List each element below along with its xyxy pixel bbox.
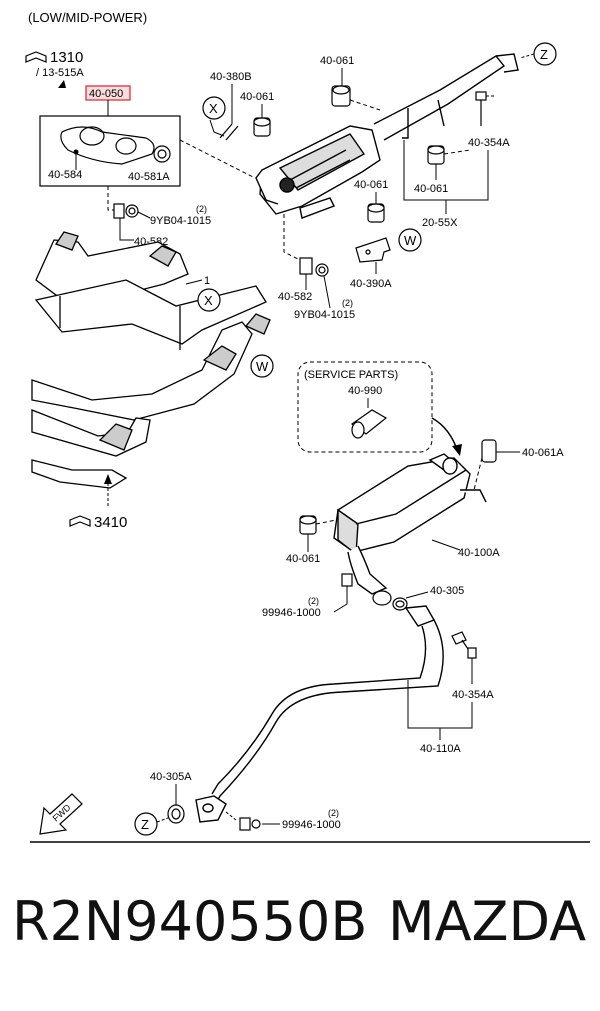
label-40-380B: 40-380B — [210, 71, 252, 83]
qty-2-c: (2) — [308, 596, 319, 606]
marker-x-top-label: X — [209, 101, 218, 116]
qty-2-b: (2) — [342, 298, 353, 308]
qty-2-d: (2) — [328, 808, 339, 818]
flange-nut-icon — [239, 817, 261, 831]
flange-nut-icon — [113, 203, 139, 219]
label-40-354A-a: 40-354A — [468, 137, 510, 149]
label-40-990: 40-990 — [348, 385, 382, 397]
marker-x-top — [202, 96, 226, 120]
bolt-icon — [475, 91, 487, 126]
service-parts-title: (SERVICE PARTS) — [304, 369, 398, 381]
marker-x-bottom-label: X — [204, 293, 213, 308]
center-pipe-icon — [195, 605, 444, 823]
rubber-hanger-icon — [481, 439, 497, 463]
label-40-305-a: 40-305 — [430, 585, 464, 597]
label-9YB04-1015-b: 9YB04-1015 — [294, 309, 355, 321]
part-caption: R2N940550B MAZDA — [0, 890, 600, 980]
book-icon — [25, 51, 47, 63]
rubber-hanger-icon — [367, 203, 385, 223]
rubber-hanger-icon — [331, 85, 351, 107]
marker-w-left — [250, 354, 274, 378]
label-40-584: 40-584 — [48, 169, 82, 181]
rubber-hanger-icon — [253, 117, 271, 137]
label-40-061-a: 40-061 — [240, 91, 274, 103]
arrow-icon — [58, 80, 66, 88]
flange-gasket-icon — [372, 590, 408, 611]
label-40-354A-b: 40-354A — [452, 689, 494, 701]
stud-bolt-icon — [219, 123, 239, 141]
marker-w-left-label: W — [256, 359, 269, 374]
catalytic-converter-icon — [255, 125, 381, 219]
service-parts-box — [297, 361, 433, 453]
marker-x-bottom — [197, 288, 221, 312]
label-40-061-d: 40-061 — [354, 179, 388, 191]
gasket-group-box — [39, 115, 181, 187]
label-20-55X: 20-55X — [422, 217, 458, 229]
part-number: R2N940550B — [12, 890, 368, 953]
label-40-061A: 40-061A — [522, 447, 564, 459]
label-40-050: 40-050 — [89, 88, 123, 100]
ref-13-515A: / 13-515A — [36, 67, 84, 79]
ref-1310: 1310 — [50, 49, 83, 66]
label-40-581A: 40-581A — [128, 171, 170, 183]
brand-name: MAZDA — [388, 890, 587, 953]
label-1: 1 — [204, 275, 210, 287]
qty-2-a: (2) — [196, 204, 207, 214]
marker-z-bottom-label: Z — [141, 817, 149, 832]
diagram-header: (LOW/MID-POWER) — [28, 10, 147, 25]
flange-nut-icon — [341, 573, 353, 587]
pipe-sleeve-icon — [350, 409, 388, 439]
front-pipe-icon — [373, 53, 519, 141]
flange-gasket-icon — [167, 804, 185, 824]
book-icon — [69, 515, 91, 527]
label-40-061-e: 40-061 — [286, 553, 320, 565]
flange-nut-icon — [299, 257, 329, 277]
label-9YB04-1015-a: 9YB04-1015 — [150, 215, 211, 227]
marker-w-right — [398, 228, 422, 252]
hanger-bracket-icon — [355, 237, 391, 263]
label-40-061-c: 40-061 — [414, 183, 448, 195]
label-40-305A: 40-305A — [150, 771, 192, 783]
exhaust-system-diagram: (LOW/MID-POWER) 1310 / 13-515A 40-050 40… — [25, 10, 590, 843]
manifold-gasket-icon — [60, 126, 171, 165]
label-40-100A: 40-100A — [458, 547, 500, 559]
rubber-hanger-icon — [427, 145, 445, 165]
marker-w-right-label: W — [404, 233, 417, 248]
marker-z-bottom — [134, 812, 158, 836]
label-99946-1000-b: 99946-1000 — [282, 819, 341, 831]
bolt-icon — [451, 631, 477, 659]
label-40-582-b: 40-582 — [278, 291, 312, 303]
marker-z-top-label: Z — [540, 47, 548, 62]
forward-arrow-icon: FWD — [39, 793, 83, 835]
ref-3410: 3410 — [94, 514, 127, 531]
rubber-hanger-icon — [299, 515, 317, 535]
label-40-110A: 40-110A — [420, 743, 461, 755]
subframe-icon — [31, 231, 271, 489]
muffler-icon — [333, 453, 487, 595]
label-99946-1000-a: 99946-1000 — [262, 607, 321, 619]
label-40-061-b: 40-061 — [320, 55, 354, 67]
label-40-390A: 40-390A — [350, 278, 392, 290]
